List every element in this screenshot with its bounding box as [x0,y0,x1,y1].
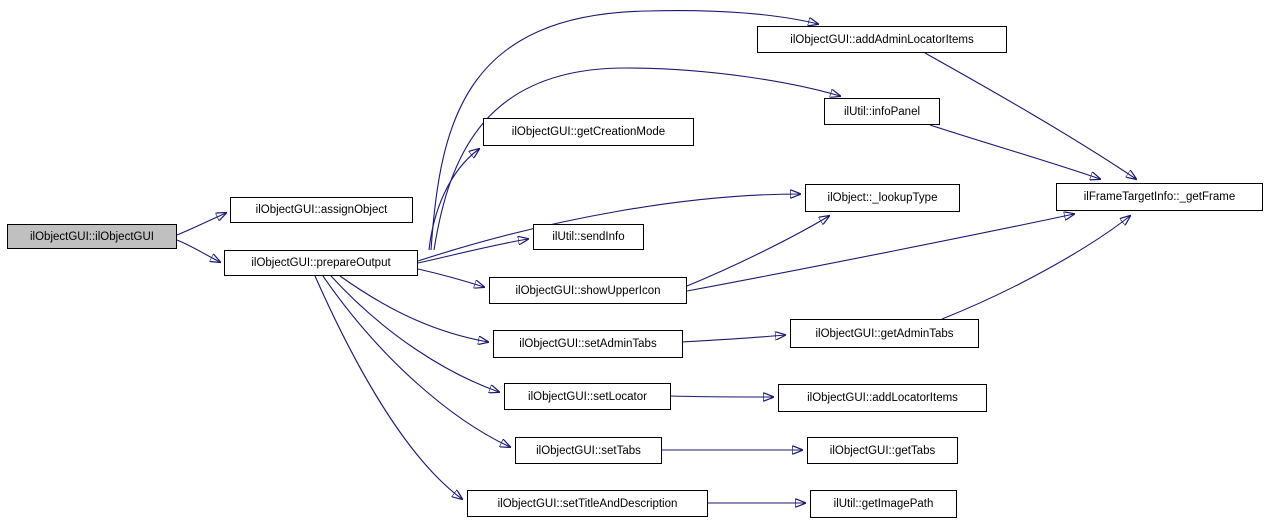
edge-root-prepareOutput [176,239,220,262]
node-set-tabs[interactable]: ilObjectGUI::setTabs [515,437,662,464]
node-set-title-and-description[interactable]: ilObjectGUI::setTitleAndDescription [467,490,708,517]
edge-prepareOutput-lookupType [417,194,800,262]
edge-root-assignObject [176,213,226,236]
edge-prepareOutput-setTabs [322,275,510,447]
node-info-panel[interactable]: ilUtil::infoPanel [824,98,940,125]
node-add-locator-items[interactable]: ilObjectGUI::addLocatorItems [778,384,987,412]
node-set-admin-tabs[interactable]: ilObjectGUI::setAdminTabs [493,330,683,358]
edge-prepareOutput-showUpperIcon [417,268,484,287]
edge-setAdminTabs-getAdminTabs [682,335,785,343]
node-get-creation-mode[interactable]: ilObjectGUI::getCreationMode [483,118,694,146]
node-set-locator[interactable]: ilObjectGUI::setLocator [504,383,671,410]
edge-prepareOutput-sendInfo [417,239,528,264]
edge-prepareOutput-setLocator [330,275,499,392]
edge-getAdminTabs-getFrame [941,216,1130,320]
node-get-tabs[interactable]: ilObjectGUI::getTabs [807,437,958,464]
edge-showUpperIcon-getFrame [686,214,1074,292]
edge-prepareOutput-setTitleAndDescription [314,275,462,499]
edge-setLocator-addLocatorItems [670,396,773,397]
edge-prepareOutput-infoPanel [433,67,840,251]
node-get-image-path[interactable]: ilUtil::getImagePath [810,490,957,518]
node-show-upper-icon[interactable]: ilObjectGUI::showUpperIcon [489,277,687,304]
node-lookup-type[interactable]: ilObject::_lookupType [805,184,960,212]
node-send-info[interactable]: ilUtil::sendInfo [533,224,644,250]
edge-showUpperIcon-lookupType [686,216,829,287]
edge-prepareOutput-getCreationMode [428,149,479,251]
node-assign-object[interactable]: ilObjectGUI::assignObject [230,197,413,223]
node-ilobjectgui-constructor: ilObjectGUI::ilObjectGUI [7,224,177,249]
edge-prepareOutput-addAdminLocatorItems [430,10,818,251]
edge-infoPanel-getFrame [929,124,1100,179]
node-get-frame[interactable]: ilFrameTargetInfo::_getFrame [1056,183,1263,211]
edge-addAdminLocatorItems-getFrame [924,52,1136,179]
node-get-admin-tabs[interactable]: ilObjectGUI::getAdminTabs [790,319,979,348]
node-add-admin-locator-items[interactable]: ilObjectGUI::addAdminLocatorItems [757,26,1007,53]
edge-prepareOutput-setAdminTabs [339,275,488,342]
node-prepare-output[interactable]: ilObjectGUI::prepareOutput [224,250,418,276]
